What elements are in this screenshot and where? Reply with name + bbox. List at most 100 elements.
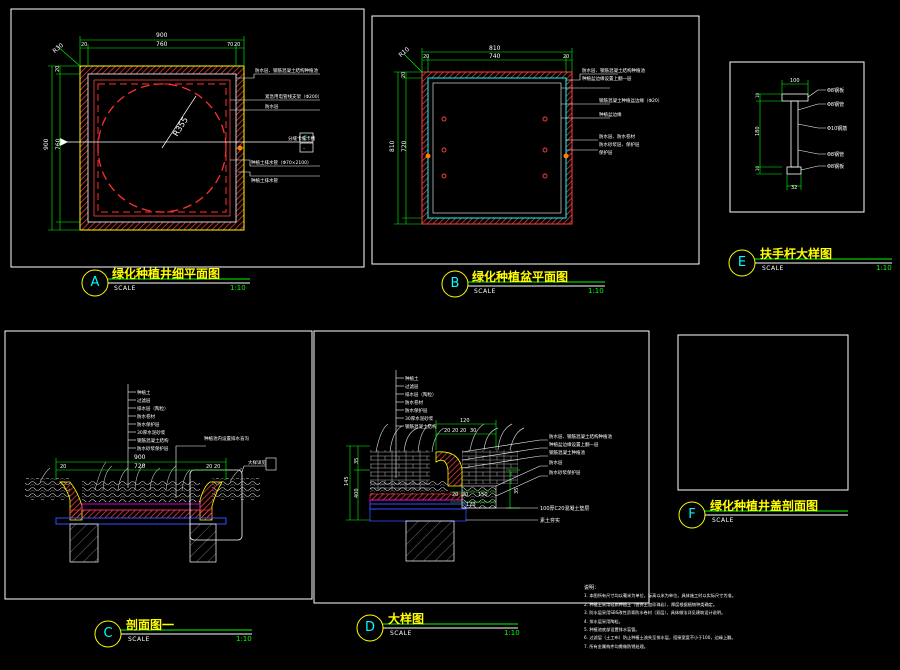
d-grass bbox=[375, 423, 525, 453]
c-grass bbox=[39, 461, 243, 491]
dim-a-corner: R30 bbox=[51, 42, 65, 55]
basin-inner bbox=[427, 77, 567, 219]
dim-b-right: 20 bbox=[563, 54, 569, 60]
vdim-d-d: 35 bbox=[514, 488, 520, 494]
callout-a-3: 防水层 bbox=[265, 103, 279, 110]
title-blocks bbox=[81, 249, 892, 648]
view-a-title: 绿化种植井细平面图 bbox=[112, 267, 221, 281]
note-item: 1. 本图所有尺寸均以毫米为单位，标高以米为单位，具体施工时以实际尺寸为准。 bbox=[584, 593, 736, 599]
pit-inner-line bbox=[93, 79, 231, 217]
view-e-letter: E bbox=[737, 255, 747, 270]
view-e-title: 扶手杆大样图 bbox=[760, 247, 833, 261]
dim-e-left-a: 10 bbox=[755, 92, 760, 98]
frame-f bbox=[677, 334, 849, 491]
view-f-title: 绿化种植井盖剖面图 bbox=[710, 499, 819, 513]
section-tag-letter-a: C bbox=[303, 135, 307, 142]
callout-a-1: 防水层、钢筋混凝土结构种植池 bbox=[255, 67, 318, 74]
c-ground-gravel-mid bbox=[82, 480, 200, 502]
callout-a-2: 紧急用电管线支架（Φ200） bbox=[265, 93, 322, 100]
view-c-letter: C bbox=[103, 626, 113, 641]
dim-b-left: 20 bbox=[423, 54, 429, 60]
callout-c-2: 过滤层 bbox=[137, 397, 151, 404]
drain-dot bbox=[237, 145, 243, 151]
pit-dash-circle bbox=[97, 83, 227, 213]
view-e-ratio: 1:10 bbox=[876, 264, 892, 272]
dim-a-right: 20 bbox=[234, 42, 240, 48]
note-item: 2. 种植土采用轻质种植土（营养土加珍珠岩），厚度根据植物种类确定。 bbox=[584, 601, 718, 607]
frame-c bbox=[4, 330, 313, 600]
drain-dot-right bbox=[563, 153, 569, 159]
callout-d-r4: 防水层 bbox=[549, 459, 563, 466]
view-b-bubble bbox=[441, 270, 469, 298]
section-tag-b bbox=[299, 142, 314, 153]
drain-dot-left bbox=[425, 153, 431, 159]
view-e-labels: 100 32 10 180 10 Φ8钢板 Φ8钢管 Φ10钢筋 Φ8钢管 Φ8… bbox=[755, 78, 847, 191]
dim-d-h: 20 bbox=[462, 492, 468, 498]
rail-top-plate bbox=[781, 93, 809, 102]
c-callout-box bbox=[265, 457, 277, 471]
dim-b-overall: 810 bbox=[489, 45, 501, 52]
callout-c-7: 钢筋混凝土结构 bbox=[137, 437, 169, 444]
vdim-d-a: 145 bbox=[344, 476, 350, 486]
dim-d-f: 20 bbox=[452, 492, 458, 498]
basin-bolts bbox=[441, 116, 548, 179]
c-ground-gravel-left bbox=[25, 478, 70, 500]
callout-c-4: 防水卷材 bbox=[137, 413, 155, 420]
vdim-a-overall: 900 bbox=[43, 138, 50, 150]
callout-d-4: 防水卷材 bbox=[405, 399, 423, 406]
view-a-plan: C - bbox=[48, 36, 320, 231]
dim-e-top: 100 bbox=[790, 78, 800, 84]
note-item: 7. 所有金属构件均需做防锈处理。 bbox=[584, 643, 648, 649]
view-c-labels: 900 20 720 20 20 种植土 过滤层 排水层（陶粒） 防水卷材 防水… bbox=[60, 389, 266, 470]
vdim-a-b: 20 bbox=[55, 66, 61, 72]
frame-a bbox=[10, 8, 365, 268]
dim-c-overall: 900 bbox=[134, 454, 146, 461]
vdim-b-overall: 810 bbox=[389, 140, 396, 152]
c-ground-gravel-right bbox=[212, 478, 260, 500]
view-a-letter: A bbox=[90, 275, 100, 290]
dim-c-right1: 20 bbox=[206, 464, 212, 470]
vdim-a-inner: 760 bbox=[55, 138, 62, 150]
note-item: 6. 过滤层（土工布）防止种植土流失至排水层，搭接宽度不小于100，边缘上翻。 bbox=[584, 635, 736, 641]
callout-d-6: 30厚水泥砂浆 bbox=[405, 415, 434, 422]
callout-d-r5: 防水砂浆保护层 bbox=[549, 469, 581, 476]
view-e-detail bbox=[756, 80, 826, 190]
callout-e-2: Φ8钢管 bbox=[827, 101, 844, 108]
c-side-note: 种植池内设置排水盲沟 bbox=[204, 435, 249, 442]
view-f-letter: F bbox=[688, 507, 696, 522]
dim-a-left: 20 bbox=[81, 42, 87, 48]
callout-e-5: Φ8钢板 bbox=[827, 163, 844, 170]
dim-c-right2: 20 bbox=[214, 464, 220, 470]
view-b-scale: SCALE bbox=[474, 288, 496, 295]
dim-a-inner: 760 bbox=[156, 41, 168, 48]
vdim-b-b: 20 bbox=[401, 72, 407, 78]
callout-e-1: Φ8钢板 bbox=[827, 87, 844, 94]
view-c-title: 剖面图一 bbox=[126, 618, 175, 632]
callout-d-r3: 钢筋混凝土种植池 bbox=[549, 449, 585, 456]
sheet-frames bbox=[4, 8, 865, 604]
callout-b-4: 种植盆边缘 bbox=[599, 111, 622, 118]
view-d-detail bbox=[346, 370, 548, 562]
view-c-section bbox=[25, 384, 277, 563]
view-b-letter: B bbox=[450, 276, 460, 291]
callout-b-3: 钢筋混凝土种植盆边缘（Φ20） bbox=[599, 97, 662, 104]
c-base-red bbox=[69, 509, 213, 519]
dim-a-small: 70 bbox=[227, 42, 233, 48]
c-column-left bbox=[69, 523, 99, 563]
basin-inner-2 bbox=[432, 82, 562, 214]
dim-d-g: 150 bbox=[478, 492, 488, 498]
callout-c-3: 排水层（陶粒） bbox=[137, 405, 169, 412]
view-b-ratio: 1:10 bbox=[588, 287, 604, 295]
view-b-title: 绿化种植盆平面图 bbox=[472, 270, 569, 284]
c-base-blue bbox=[55, 517, 227, 525]
d-base bbox=[369, 508, 467, 522]
view-d-labels: 120 20 20 20 30 120 20 150 20 145 35 400… bbox=[344, 375, 612, 524]
dim-d-c: 20 bbox=[460, 428, 466, 434]
callout-c-8: 防水砂浆保护层 bbox=[137, 445, 169, 452]
callout-c-1: 种植土 bbox=[137, 389, 151, 396]
note-item: 3. 防水层采用SBS改性沥青防水卷材（双层），具体做法详见建筑设计说明。 bbox=[584, 610, 726, 616]
dim-c-inner: 720 bbox=[134, 463, 146, 470]
dim-e-bottom: 32 bbox=[791, 185, 797, 191]
callout-d-base: 100厚C20混凝土垫层 bbox=[540, 505, 589, 512]
